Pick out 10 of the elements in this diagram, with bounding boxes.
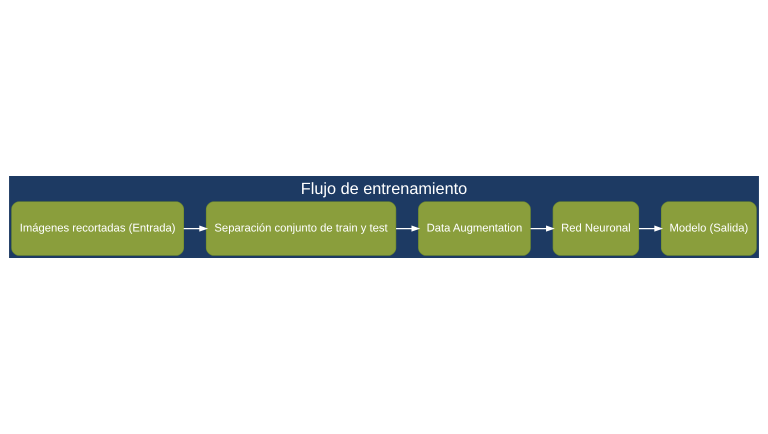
node-box: Separación conjunto de train y test — [206, 201, 396, 256]
node-box: Data Augmentation — [418, 201, 531, 256]
arrow — [638, 226, 664, 232]
diagram-title: Flujo de entrenamiento — [300, 180, 468, 198]
arrow — [396, 226, 420, 232]
node-box: Red Neuronal — [552, 201, 640, 256]
node-box: Imágenes recortadas (Entrada) — [11, 201, 184, 256]
node-box: Modelo (Salida) — [660, 201, 757, 256]
arrow — [184, 226, 208, 232]
arrow — [530, 226, 555, 232]
